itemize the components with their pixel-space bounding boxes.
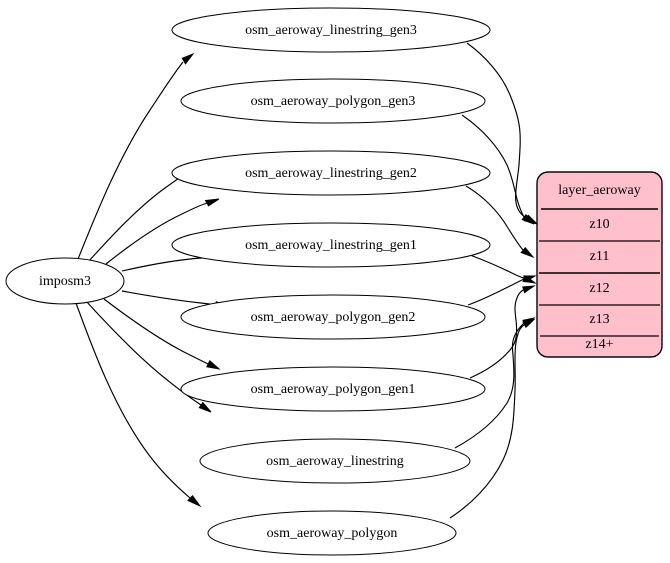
layer-aeroway-row-z10[interactable]: z10 [539, 217, 660, 242]
node-osm-aeroway-polygon-shape [207, 510, 457, 556]
edge-imposm3-to-linestring-gen3 [77, 52, 195, 260]
node-osm-aeroway-linestring-gen3[interactable]: osm_aeroway_linestring_gen3 [171, 7, 491, 53]
node-osm-aeroway-polygon-gen1-shape [180, 366, 486, 412]
layer-aeroway-row-z14plus-label: z14+ [585, 337, 613, 352]
edge-polygon-to-z14 [449, 318, 536, 519]
layer-aeroway-row-z14plus[interactable]: z14+ [585, 337, 613, 352]
edge-imposm3-to-polygon-gen1 [103, 298, 221, 370]
layer-aeroway-header-label: layer_aeroway [558, 183, 640, 198]
edge-polygon-gen1-to-z12 [469, 285, 536, 379]
edge-polygon-gen3-to-z10 [461, 114, 535, 225]
edge-polygon-gen2-to-z11 [467, 275, 537, 306]
edge-linestring-gen2-to-z11 [465, 185, 535, 259]
edges-to-layer-table [449, 42, 539, 519]
layer-aeroway-row-z13-label: z13 [589, 312, 609, 327]
node-osm-aeroway-polygon-gen1-label: osm_aeroway_polygon_gen1 [251, 382, 416, 397]
node-osm-aeroway-polygon-gen3[interactable]: osm_aeroway_polygon_gen3 [180, 78, 486, 124]
node-osm-aeroway-linestring-gen1-shape [171, 222, 491, 268]
node-osm-aeroway-polygon-gen2-label: osm_aeroway_polygon_gen2 [251, 310, 416, 325]
node-osm-aeroway-polygon-gen3-shape [180, 78, 486, 124]
layer-aeroway-row-z13[interactable]: z13 [540, 312, 659, 337]
node-imposm3-shape [5, 257, 125, 305]
node-osm-aeroway-polygon-gen3-label: osm_aeroway_polygon_gen3 [251, 94, 416, 109]
node-osm-aeroway-polygon-gen2-shape [180, 294, 486, 340]
node-osm-aeroway-polygon-gen2[interactable]: osm_aeroway_polygon_gen2 [180, 294, 486, 340]
node-osm-aeroway-linestring[interactable]: osm_aeroway_linestring [199, 438, 471, 484]
layer-aeroway-row-z11[interactable]: z11 [539, 249, 660, 274]
node-osm-aeroway-linestring-gen2[interactable]: osm_aeroway_linestring_gen2 [171, 150, 491, 196]
layer-aeroway-outline [536, 171, 663, 358]
layer-aeroway-row-z10-label: z10 [589, 217, 609, 232]
layer-aeroway-row-z12-label: z12 [589, 281, 609, 296]
layer-aeroway-row-z11-label: z11 [590, 249, 610, 264]
node-osm-aeroway-linestring-gen3-shape [171, 7, 491, 53]
node-osm-aeroway-linestring-gen1-label: osm_aeroway_linestring_gen1 [245, 238, 417, 253]
node-layer-aeroway-table[interactable]: layer_aeroway z10 z11 z12 z13 [536, 171, 663, 358]
node-imposm3-label: imposm3 [39, 274, 91, 289]
node-osm-aeroway-polygon-label: osm_aeroway_polygon [267, 526, 398, 541]
node-osm-aeroway-linestring-gen1[interactable]: osm_aeroway_linestring_gen1 [171, 222, 491, 268]
layer-aeroway-header-cell: layer_aeroway [541, 183, 658, 210]
edge-linestring-gen3-to-z10 [466, 42, 539, 225]
node-osm-aeroway-linestring-gen3-label: osm_aeroway_linestring_gen3 [245, 23, 417, 38]
edge-imposm3-to-polygon [75, 302, 202, 508]
layer-aeroway-row-z12[interactable]: z12 [539, 281, 660, 306]
edge-imposm3-to-linestring-gen2 [105, 198, 220, 265]
node-osm-aeroway-polygon[interactable]: osm_aeroway_polygon [207, 510, 457, 556]
layer-aeroway-background [536, 171, 663, 358]
node-osm-aeroway-linestring-label: osm_aeroway_linestring [266, 454, 404, 469]
node-osm-aeroway-linestring-shape [199, 438, 471, 484]
node-imposm3[interactable]: imposm3 [5, 257, 125, 305]
node-osm-aeroway-linestring-gen2-label: osm_aeroway_linestring_gen2 [245, 166, 417, 181]
node-osm-aeroway-polygon-gen1[interactable]: osm_aeroway_polygon_gen1 [180, 366, 486, 412]
node-osm-aeroway-linestring-gen2-shape [171, 150, 491, 196]
